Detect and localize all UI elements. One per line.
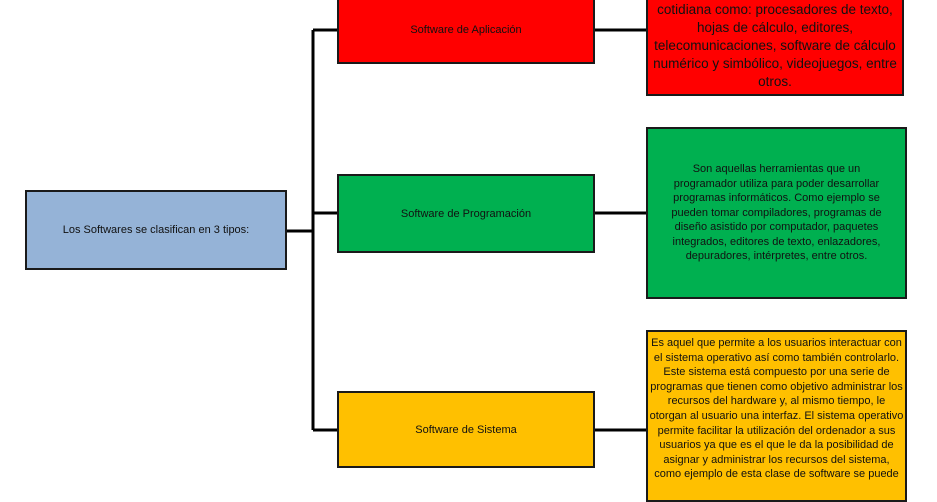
type-label-programacion: Software de Programación xyxy=(400,207,532,220)
description-text-sistema: Es aquel que permite a los usuarios inte… xyxy=(649,337,904,481)
description-sistema: Es aquel que permite a los usuarios inte… xyxy=(646,330,907,502)
root-label: Los Softwares se clasifican en 3 tipos: xyxy=(62,224,250,236)
description-text-aplicacion: programas que los utilizamos de manera c… xyxy=(653,2,897,89)
type-node-aplicacion: Software de Aplicación xyxy=(337,0,595,64)
description-text-programacion: Son aquellas herramientas que un program… xyxy=(671,162,882,263)
type-node-programacion: Software de Programación xyxy=(337,174,595,253)
type-node-sistema: Software de Sistema xyxy=(337,391,595,468)
description-programacion: Son aquellas herramientas que un program… xyxy=(646,127,907,299)
type-label-sistema: Software de Sistema xyxy=(415,423,517,436)
type-label-aplicacion: Software de Aplicación xyxy=(410,24,522,36)
description-aplicacion: programas que los utilizamos de manera c… xyxy=(646,0,904,96)
root-node: Los Softwares se clasifican en 3 tipos: xyxy=(25,190,287,270)
